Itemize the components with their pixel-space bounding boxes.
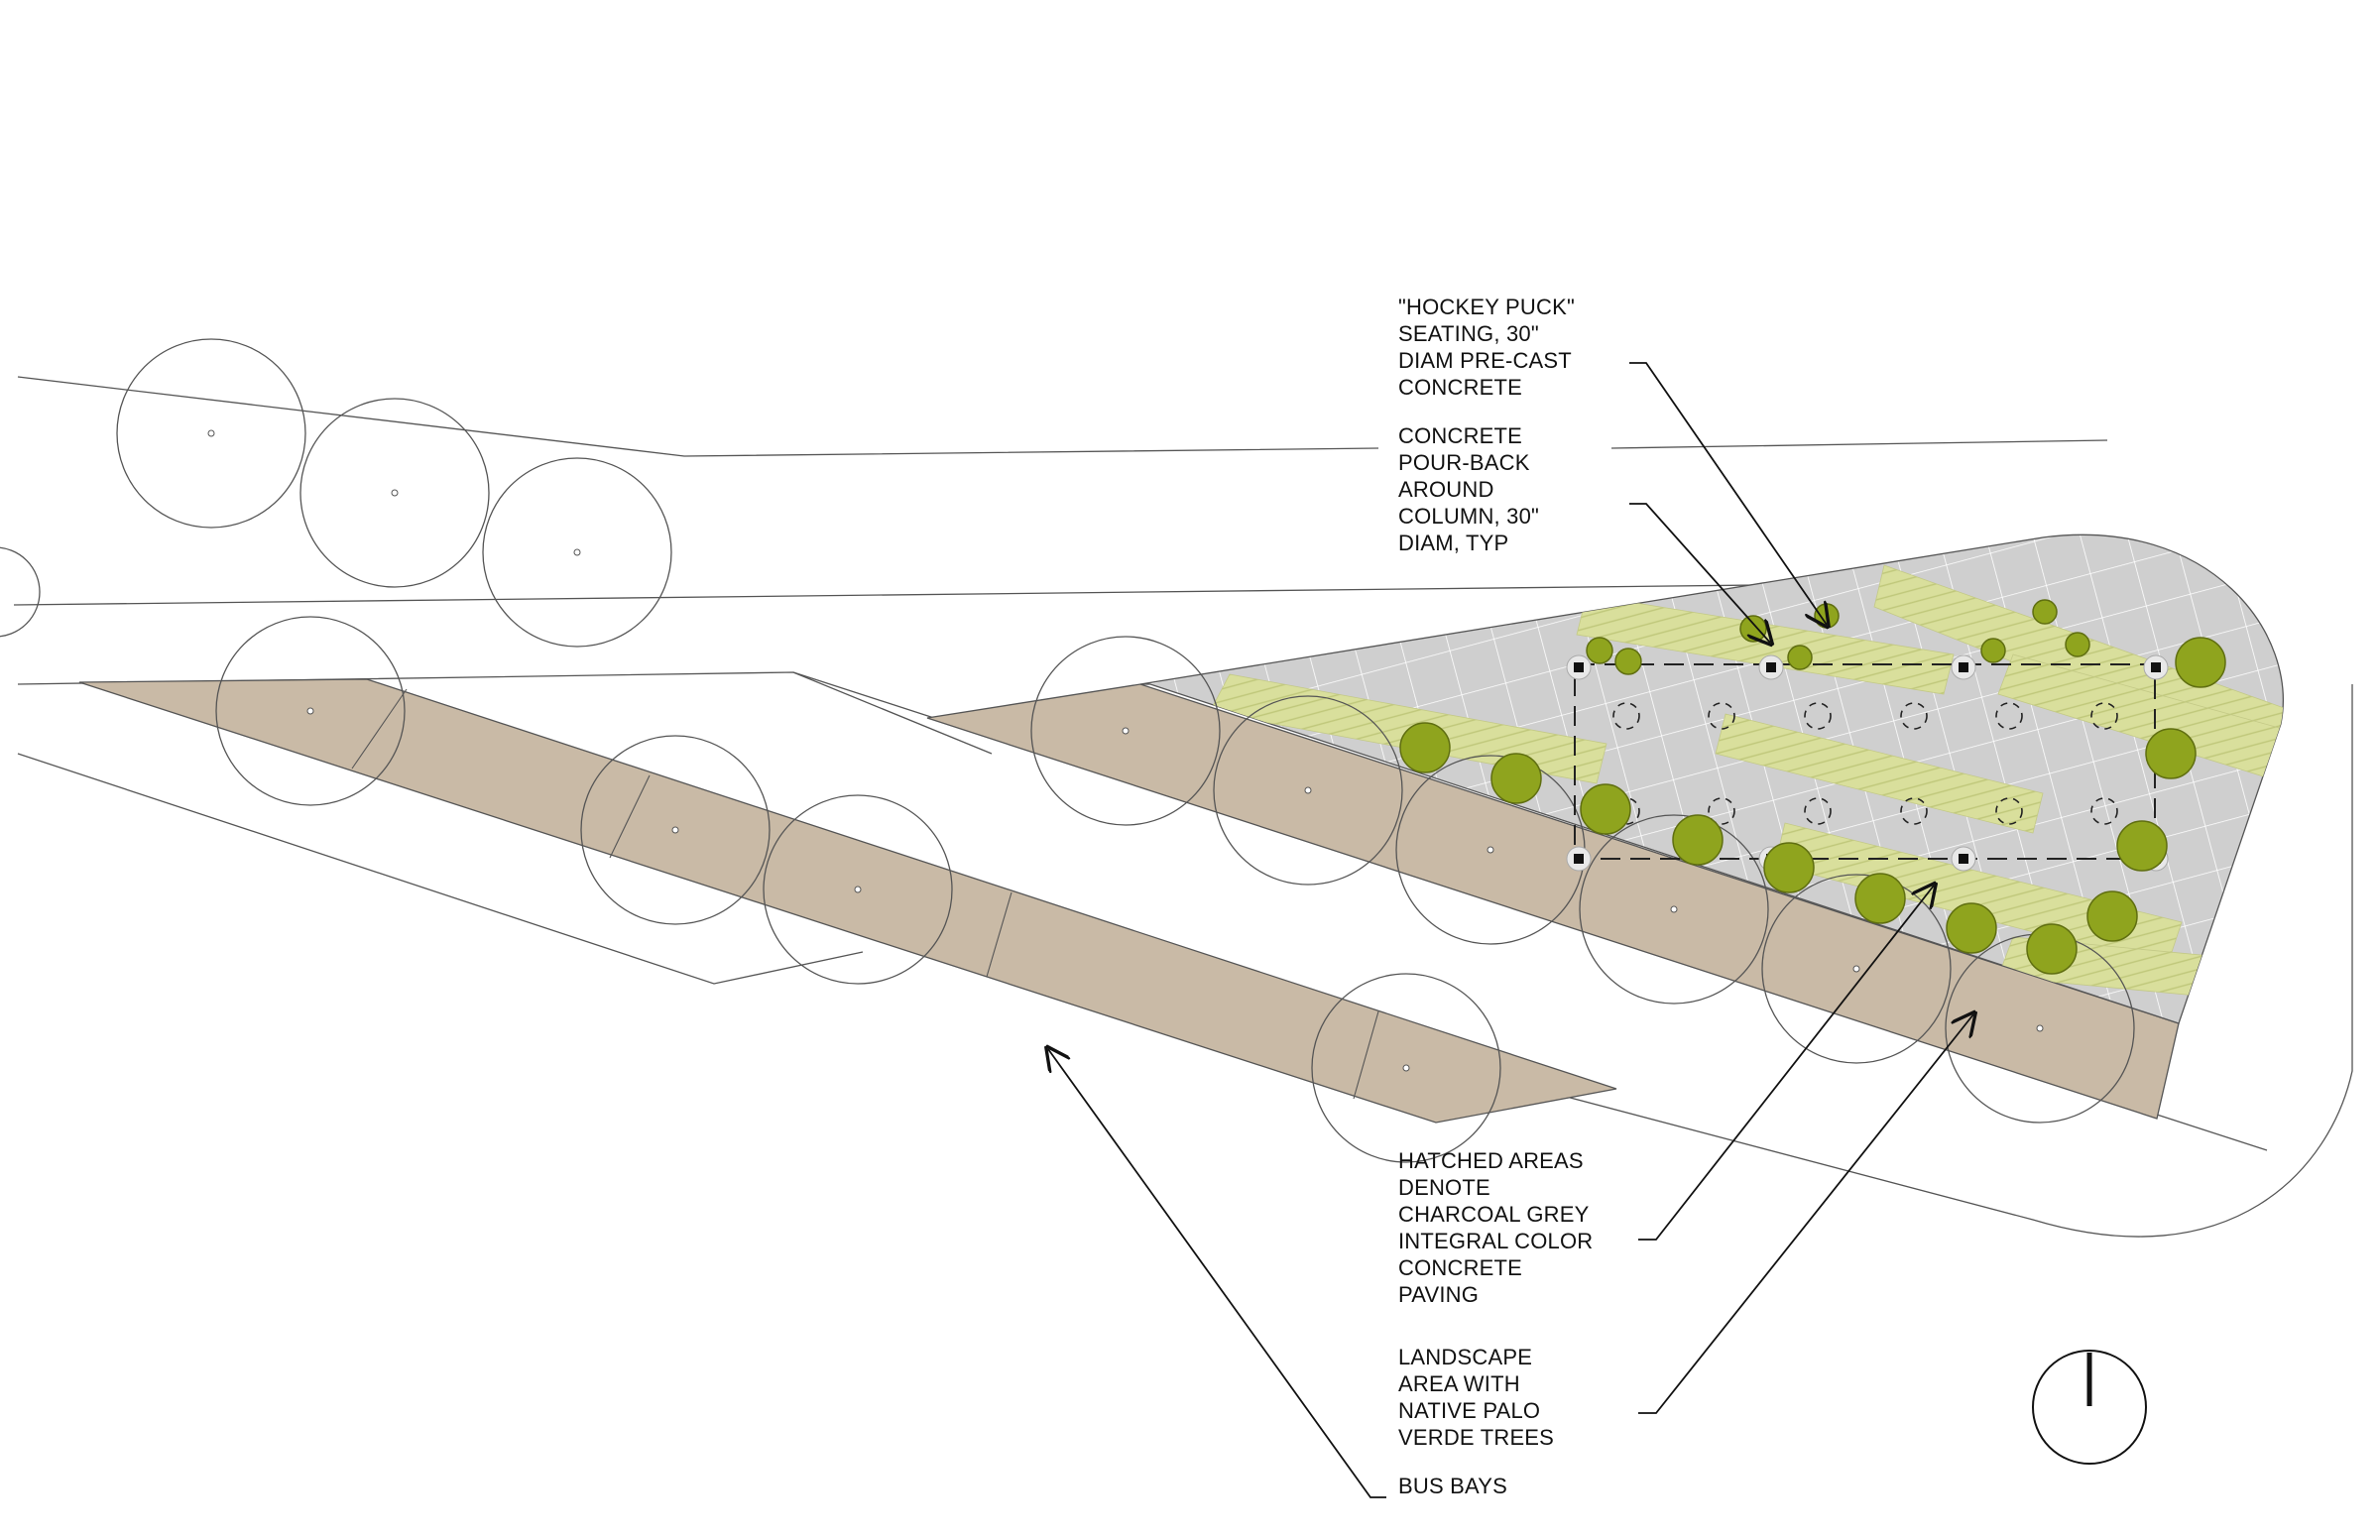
note-line: SEATING, 30" (1398, 321, 1539, 346)
bus-bays (78, 678, 2180, 1124)
note-line: HATCHED AREAS (1398, 1148, 1584, 1173)
note-line: POUR-BACK (1398, 450, 1530, 475)
note-line: INTEGRAL COLOR (1398, 1229, 1594, 1253)
note-line: LANDSCAPE (1398, 1345, 1533, 1369)
tree-trunk-markers (207, 429, 2044, 1072)
note-hockey-puck-seating: "HOCKEY PUCK" SEATING, 30" DIAM PRE-CAST… (1398, 294, 1575, 401)
note-bus-bays: BUS BAYS (1398, 1473, 1507, 1499)
note-line: COLUMN, 30" (1398, 504, 1540, 529)
note-line: AREA WITH (1398, 1371, 1520, 1396)
note-line: CONCRETE (1398, 423, 1523, 448)
note-line: VERDE TREES (1398, 1425, 1555, 1450)
note-line: PAVING (1398, 1282, 1480, 1307)
note-line: AROUND (1398, 477, 1494, 502)
note-line: DIAM, TYP (1398, 531, 1509, 555)
note-line: CONCRETE (1398, 1255, 1523, 1280)
note-landscape-area: LANDSCAPE AREA WITH NATIVE PALO VERDE TR… (1398, 1344, 1554, 1451)
note-concrete-pour-back: CONCRETE POUR-BACK AROUND COLUMN, 30" DI… (1398, 422, 1539, 556)
bus-bay-dividers (351, 688, 1379, 1100)
note-line: DENOTE (1398, 1175, 1490, 1200)
note-line: CHARCOAL GREY (1398, 1202, 1590, 1227)
note-line: CONCRETE (1398, 375, 1523, 400)
leader-lines (1048, 362, 1973, 1498)
north-arrow-icon (2032, 1350, 2147, 1465)
note-line: "HOCKEY PUCK" (1398, 295, 1575, 319)
note-line: NATIVE PALO (1398, 1398, 1541, 1423)
note-line: BUS BAYS (1398, 1474, 1508, 1498)
note-line: DIAM PRE-CAST (1398, 348, 1572, 373)
hockey-puck-seats (1612, 702, 2118, 825)
note-hatched-areas: HATCHED AREAS DENOTE CHARCOAL GREY INTEG… (1398, 1147, 1593, 1308)
